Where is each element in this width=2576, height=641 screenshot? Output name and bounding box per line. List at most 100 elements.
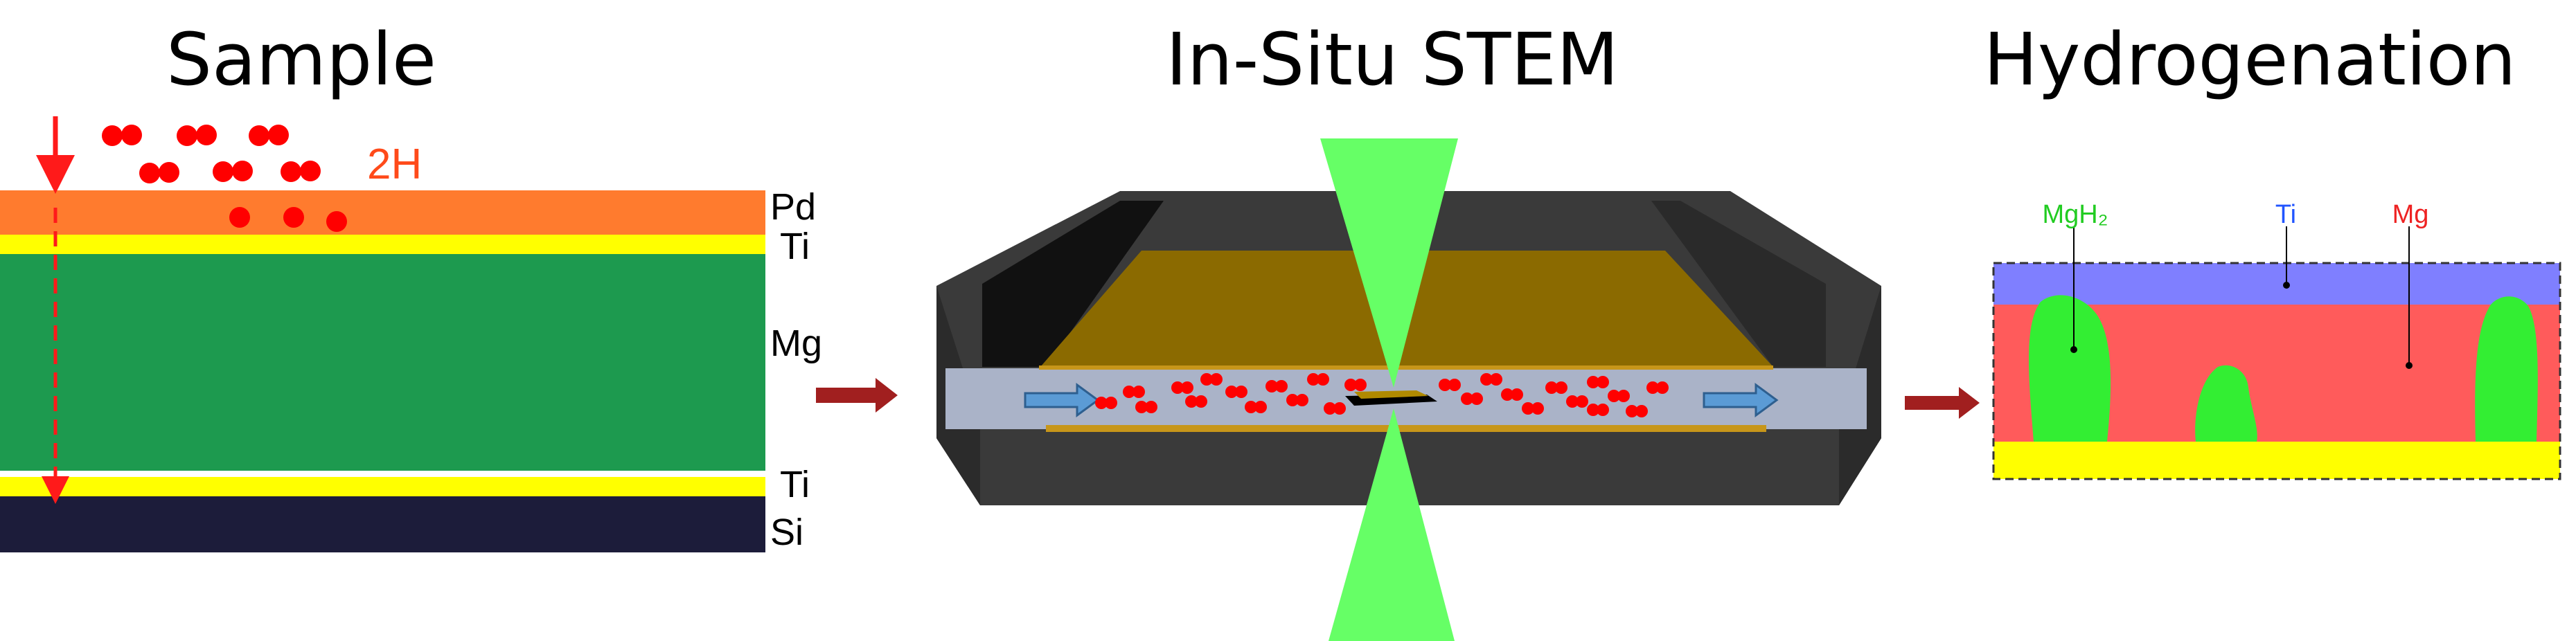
hydrogen-atom bbox=[1245, 401, 1257, 413]
hydrogen-atom bbox=[1522, 402, 1534, 415]
hydrogen-atom bbox=[1200, 373, 1213, 386]
hydrogen-atom bbox=[1254, 401, 1267, 413]
hydrogen-atom bbox=[1123, 386, 1135, 398]
sample-panel: Sample Pd Ti Mg Ti Si 2H bbox=[0, 17, 822, 553]
hydrogen-atom bbox=[1511, 388, 1523, 401]
hydrogen-atom bbox=[1324, 402, 1336, 415]
stem-title: In-Situ STEM bbox=[1166, 17, 1619, 102]
hydrogen-atom bbox=[1597, 376, 1609, 388]
pd-label: Pd bbox=[770, 186, 816, 228]
holder-recess-left bbox=[982, 201, 1164, 367]
hydrogen-atom bbox=[326, 211, 347, 232]
hydrogen-atom bbox=[1185, 395, 1198, 408]
ti-bottom-layer bbox=[0, 477, 765, 496]
mgh2-label: MgH₂ bbox=[2043, 200, 2108, 229]
hydrogen-atom bbox=[1135, 401, 1148, 413]
hydrogen-atom bbox=[1286, 394, 1299, 406]
hydrogen-atom bbox=[1646, 381, 1659, 394]
hydrogen-label: 2H bbox=[367, 141, 422, 188]
ti-top-label: Ti bbox=[780, 226, 810, 267]
hydrogen-atom bbox=[1566, 395, 1579, 408]
hydrogen-atom bbox=[1354, 379, 1367, 391]
hydrogen-atom bbox=[1132, 386, 1145, 398]
hydrogen-atom bbox=[139, 163, 160, 183]
hydrogen-atom bbox=[229, 207, 250, 228]
hydrogen-atom bbox=[1480, 373, 1493, 386]
hydrogen-atom bbox=[1490, 373, 1502, 386]
hydrogen-atom bbox=[1235, 386, 1247, 398]
hyd-substrate-layer bbox=[1993, 442, 2560, 479]
hydrogen-atom bbox=[1635, 405, 1648, 417]
flow-arrow-out bbox=[1703, 383, 1779, 417]
hydrogen-atom bbox=[1344, 379, 1357, 391]
hydrogen-atom bbox=[1448, 379, 1461, 391]
hydrogen-atom bbox=[1225, 386, 1238, 398]
hydrogen-atom bbox=[1195, 395, 1207, 408]
hyd-ti-layer bbox=[1993, 263, 2560, 305]
stem-panel: In-Situ STEM bbox=[936, 17, 1881, 641]
hydrogen-molecules-channel bbox=[1095, 373, 1669, 417]
hydrogen-atom bbox=[249, 125, 269, 146]
hydrogen-atom bbox=[102, 125, 123, 146]
hydrogen-atom bbox=[1105, 397, 1117, 409]
hydrogen-atom bbox=[196, 125, 217, 145]
hydrogen-atom bbox=[1307, 373, 1320, 386]
hydrogen-atom bbox=[1471, 392, 1483, 405]
process-arrow-2 bbox=[1905, 387, 1980, 419]
hydrogen-atom bbox=[1181, 381, 1193, 394]
hydrogen-atom bbox=[1587, 404, 1599, 416]
hydrogen-atom bbox=[232, 161, 253, 181]
hydrogen-atom bbox=[1461, 392, 1473, 405]
mg-ti-gap bbox=[0, 471, 765, 477]
hydrogen-atom bbox=[1587, 376, 1599, 388]
hydrogenation-panel: Hydrogenation MgH₂ Ti Mg bbox=[1984, 17, 2561, 480]
si-substrate bbox=[0, 496, 765, 552]
hydrogen-atom bbox=[1439, 379, 1451, 391]
hyd-frame bbox=[1992, 262, 2561, 480]
chip-bottom-membrane bbox=[1046, 425, 1766, 432]
ti-bottom-label: Ti bbox=[780, 464, 810, 505]
hydrogen-atom bbox=[1333, 402, 1346, 415]
hydrogen-atom bbox=[1576, 395, 1588, 408]
hydrogen-atom bbox=[1265, 380, 1278, 392]
hydrogen-atom bbox=[177, 125, 197, 146]
si-label: Si bbox=[770, 512, 803, 553]
flow-arrow-in bbox=[1024, 383, 1100, 417]
hydrogen-atom bbox=[283, 207, 304, 228]
hydrogen-atom bbox=[1210, 373, 1223, 386]
mgh2-region-right bbox=[2475, 296, 2538, 442]
hydrogen-molecules bbox=[102, 125, 347, 232]
electron-beam-upper bbox=[1320, 138, 1458, 388]
mg-label-hyd: Mg bbox=[2392, 200, 2429, 229]
hydrogen-atom bbox=[281, 161, 301, 182]
pd-layer bbox=[0, 190, 765, 235]
ti-top-layer bbox=[0, 235, 765, 254]
hydrogen-atom bbox=[1531, 402, 1544, 415]
hydrogen-atom bbox=[1597, 404, 1609, 416]
hydrogen-atom bbox=[1617, 390, 1630, 402]
hydrogen-atom bbox=[121, 125, 142, 145]
mgh2-region-left bbox=[2029, 295, 2111, 442]
ti-label: Ti bbox=[2275, 200, 2296, 229]
holder-recess-right bbox=[1651, 201, 1826, 367]
hydrogen-atom bbox=[1545, 381, 1558, 394]
hydrogen-atom bbox=[213, 161, 233, 182]
hydrogen-atom bbox=[1275, 380, 1288, 392]
hydrogen-atom bbox=[300, 161, 321, 181]
hydrogen-atom bbox=[1171, 381, 1184, 394]
hydrogen-atom bbox=[1608, 390, 1620, 402]
mg-layer bbox=[0, 254, 765, 471]
hydrogen-atom bbox=[159, 162, 179, 183]
hydrogen-atom bbox=[1656, 381, 1669, 394]
hydrogen-atom bbox=[1501, 388, 1513, 401]
hydrogen-atom bbox=[1626, 405, 1638, 417]
hydrogen-atom bbox=[1317, 373, 1329, 386]
hydrogen-atom bbox=[1296, 394, 1308, 406]
sample-title: Sample bbox=[166, 17, 436, 102]
mgh2-region-center bbox=[2195, 365, 2257, 442]
hydrogenation-title: Hydrogenation bbox=[1984, 17, 2516, 102]
chip-top-membrane bbox=[1039, 365, 1773, 370]
mg-label: Mg bbox=[770, 323, 822, 364]
process-arrow-1 bbox=[816, 378, 898, 413]
